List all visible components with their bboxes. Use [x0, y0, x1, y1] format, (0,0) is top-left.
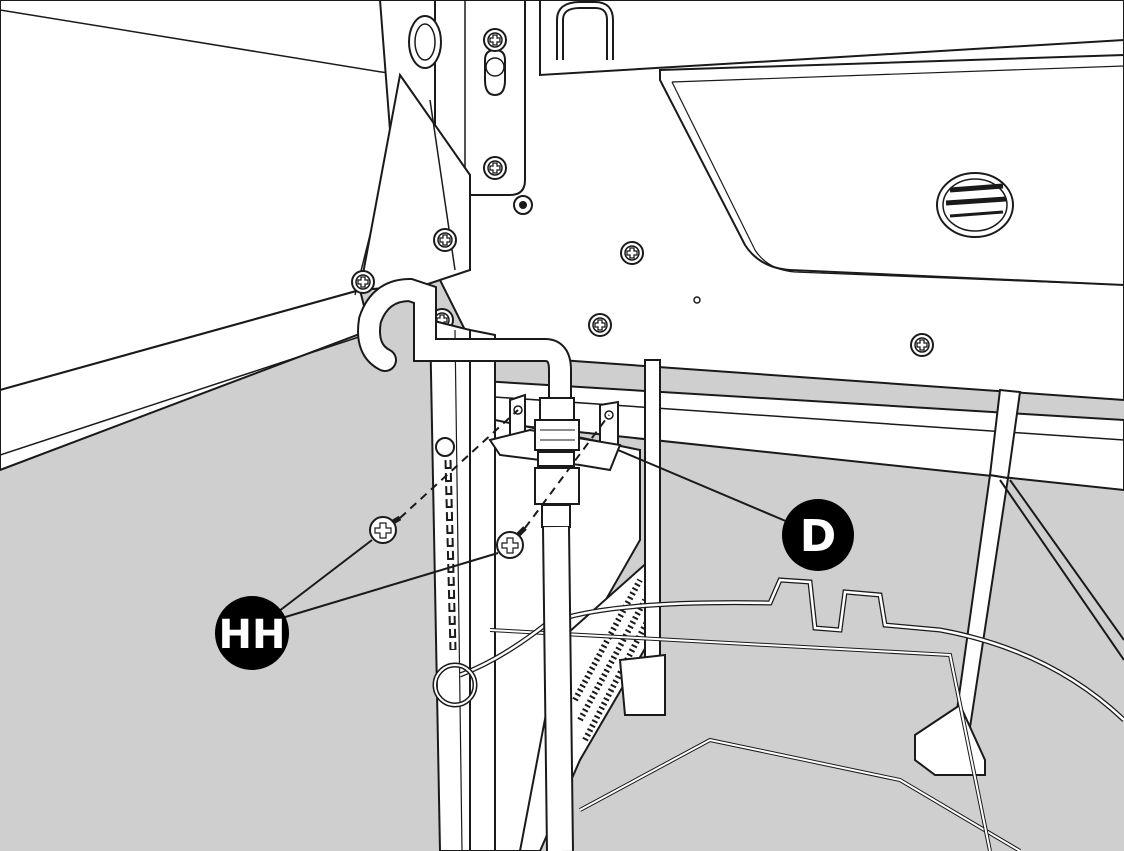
left-rear-foot	[618, 653, 666, 716]
vent-icon	[936, 172, 1014, 238]
left-rear-leg	[644, 359, 661, 661]
screw-icon	[620, 241, 644, 265]
leader-line-d	[617, 449, 796, 526]
screw-icon	[433, 228, 457, 252]
callout-hh-label: HH	[219, 612, 286, 658]
screw-icon	[351, 270, 375, 294]
callout-hh: HH	[215, 596, 289, 670]
callout-d: D	[782, 499, 854, 571]
leader-line-hh-1	[269, 539, 373, 619]
hinge-knob	[408, 15, 442, 69]
screw-icon	[588, 313, 612, 337]
callout-d-label: D	[800, 511, 837, 562]
recessed-panel	[659, 53, 1124, 287]
hose-fitting	[534, 397, 580, 528]
screw-icon	[910, 333, 934, 357]
screw-hh-left-icon	[369, 515, 402, 544]
screw-hh-right-icon	[496, 526, 527, 559]
screw-icon	[483, 28, 507, 52]
tank-chain	[432, 437, 478, 708]
screw-icon	[483, 156, 507, 180]
leader-line-hh-2	[281, 552, 499, 619]
